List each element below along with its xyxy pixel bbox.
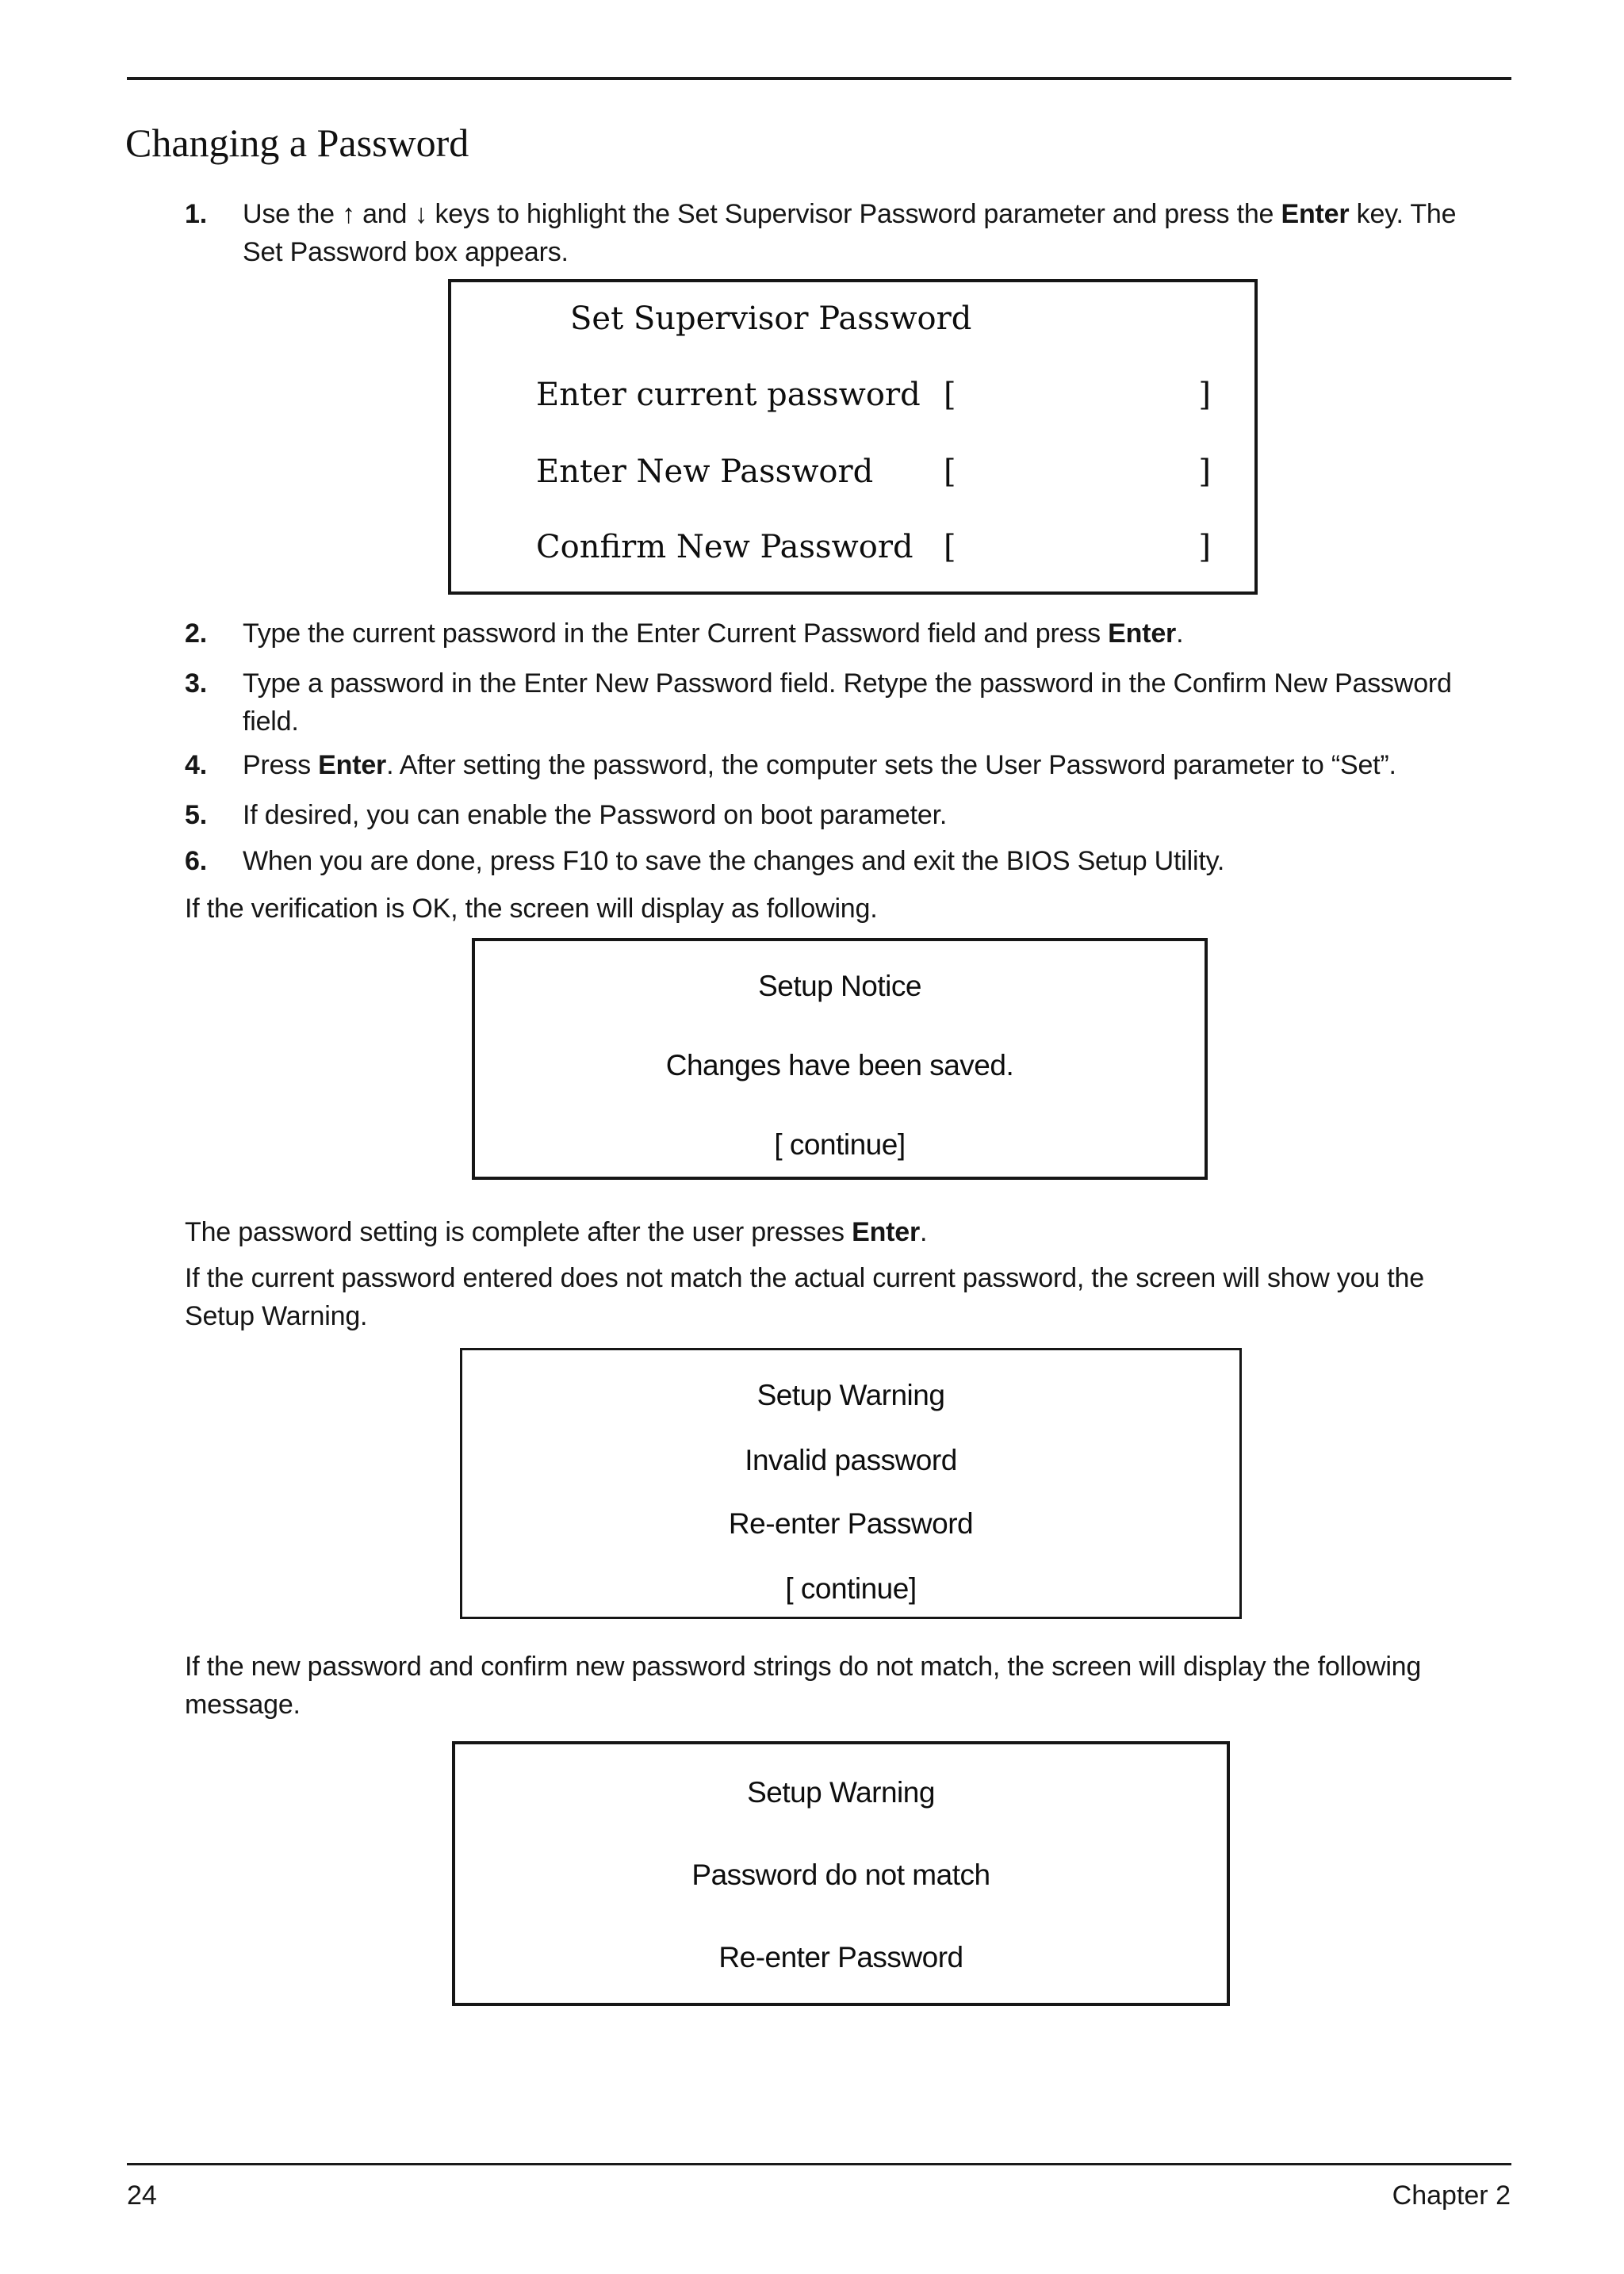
text-segment: key. The [1349, 199, 1457, 229]
dialog-title: Setup Warning [747, 1776, 935, 1809]
text-segment: message. [185, 1690, 301, 1720]
footer-rule [127, 2163, 1511, 2165]
set-supervisor-password-dialog: Set Supervisor Password Enter current pa… [448, 279, 1258, 595]
text-segment: . [920, 1217, 928, 1247]
step-number: 2. [185, 618, 207, 649]
text-segment: Press [243, 750, 319, 780]
bracket-open: [ [944, 377, 956, 413]
step-3: 3. Type a password in the Enter New Pass… [185, 664, 1517, 741]
dialog-title: Set Supervisor Password [570, 301, 972, 337]
text-segment-bold: Enter [852, 1217, 921, 1247]
step-text: When you are done, press F10 to save the… [243, 842, 1224, 880]
current-password-field-row: Enter current password [ ] [451, 377, 1254, 414]
paragraph-verification: If the verification is OK, the screen wi… [185, 894, 878, 924]
dialog-message: Re-enter Password [718, 1941, 963, 1973]
setup-warning-invalid-dialog: Setup Warning Invalid password Re-enter … [460, 1348, 1242, 1619]
text-segment: Type a password in the Enter New Passwor… [243, 668, 1452, 699]
text-segment: Type the current password in the Enter C… [243, 618, 1109, 649]
text-segment: If the current password entered does not… [185, 1263, 1424, 1293]
bracket-close: ] [1198, 454, 1211, 490]
field-label: Enter New Password [536, 454, 874, 490]
step-text: Type a password in the Enter New Passwor… [243, 664, 1452, 741]
dialog-message: Re-enter Password [728, 1507, 974, 1540]
text-segment-bold: Enter [318, 750, 387, 780]
bracket-open: [ [944, 454, 956, 490]
bracket-open: [ [944, 529, 956, 565]
new-password-field-row: Enter New Password [ ] [451, 454, 1254, 491]
step-number: 1. [185, 199, 207, 229]
text-segment: When you are done, press F10 to save the… [243, 846, 1225, 876]
bracket-close: ] [1198, 529, 1211, 565]
step-6: 6. When you are done, press F10 to save … [185, 842, 1517, 880]
text-segment: Setup Warning. [185, 1301, 368, 1331]
paragraph-mismatch-current: If the current password entered does not… [185, 1259, 1517, 1335]
text-segment-bold: Enter [1108, 618, 1177, 649]
dialog-message: Password do not match [691, 1859, 990, 1891]
step-number: 5. [185, 800, 207, 830]
continue-label: [ continue] [785, 1572, 917, 1605]
dialog-title: Setup Notice [758, 970, 921, 1002]
text-segment: If desired, you can enable the Password … [243, 800, 948, 830]
setup-warning-mismatch-dialog: Setup Warning Password do not match Re-e… [452, 1741, 1230, 2006]
text-segment: Use the ↑ and ↓ keys to highlight the Se… [243, 199, 1281, 229]
step-text: Use the ↑ and ↓ keys to highlight the Se… [243, 195, 1457, 271]
dialog-message: Invalid password [745, 1444, 957, 1476]
field-label: Enter current password [536, 377, 921, 413]
continue-label: [ continue] [774, 1128, 906, 1161]
step-text: Type the current password in the Enter C… [243, 614, 1184, 653]
header-rule [127, 77, 1511, 80]
field-label: Confirm New Password [536, 529, 914, 565]
dialog-message: Changes have been saved. [665, 1049, 1014, 1081]
text-segment-bold: Enter [1281, 199, 1350, 229]
setup-notice-dialog: Setup Notice Changes have been saved. [ … [472, 938, 1208, 1180]
footer-chapter-label: Chapter 2 [1392, 2180, 1511, 2211]
paragraph-mismatch-new: If the new password and confirm new pass… [185, 1648, 1517, 1724]
text-segment: The password setting is complete after t… [185, 1217, 852, 1247]
text-segment: field. [243, 706, 299, 737]
page-title: Changing a Password [125, 121, 469, 165]
step-4: 4. Press Enter. After setting the passwo… [185, 746, 1517, 784]
step-number: 4. [185, 750, 207, 780]
bracket-close: ] [1198, 377, 1211, 413]
confirm-password-field-row: Confirm New Password [ ] [451, 530, 1254, 566]
text-segment: Set Password box appears. [243, 237, 569, 267]
step-text: If desired, you can enable the Password … [243, 796, 947, 834]
step-number: 3. [185, 668, 207, 699]
step-number: 6. [185, 846, 207, 876]
dialog-title: Setup Warning [756, 1379, 945, 1411]
step-1: 1. Use the ↑ and ↓ keys to highlight the… [185, 195, 1517, 271]
footer-page-number: 24 [127, 2180, 157, 2211]
text-segment: If the new password and confirm new pass… [185, 1652, 1422, 1682]
text-segment: . [1176, 618, 1184, 649]
step-2: 2. Type the current password in the Ente… [185, 614, 1517, 653]
text-segment: . After setting the password, the comput… [386, 750, 1396, 780]
step-5: 5. If desired, you can enable the Passwo… [185, 796, 1517, 834]
paragraph-complete: The password setting is complete after t… [185, 1213, 1517, 1251]
step-text: Press Enter. After setting the password,… [243, 746, 1396, 784]
